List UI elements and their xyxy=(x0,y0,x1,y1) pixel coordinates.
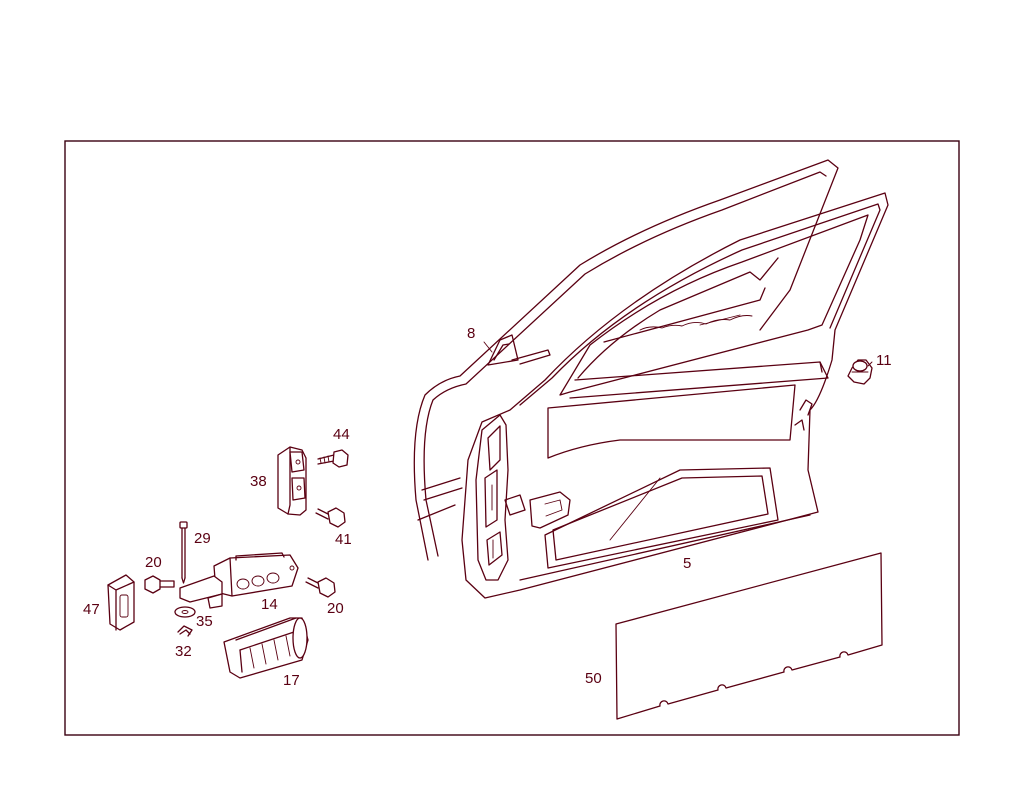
diagram-frame xyxy=(64,140,960,736)
callout-29: 29 xyxy=(194,530,211,547)
callout-20-left: 20 xyxy=(145,554,162,571)
callout-20-right: 20 xyxy=(327,600,344,617)
bolt-part-20-right xyxy=(305,577,336,598)
sealing-sheet-part-50 xyxy=(615,552,883,720)
plug-part-11 xyxy=(847,359,873,385)
bolt-part-41 xyxy=(315,507,346,528)
callout-11: 11 xyxy=(876,352,892,369)
callout-41: 41 xyxy=(335,531,352,548)
washer-part-35 xyxy=(174,606,196,618)
callout-8: 8 xyxy=(467,325,475,342)
callout-17: 17 xyxy=(283,672,300,689)
callout-44: 44 xyxy=(333,426,350,443)
bolt-part-44 xyxy=(317,449,349,468)
housing-part-17 xyxy=(223,617,309,679)
door-check-part-14 xyxy=(179,552,299,609)
callout-32: 32 xyxy=(175,643,192,660)
bolt-part-20-left xyxy=(144,575,175,594)
pin-part-29 xyxy=(179,521,188,584)
callout-14: 14 xyxy=(261,596,278,613)
callout-47: 47 xyxy=(83,601,100,618)
front-door-shell xyxy=(413,159,889,599)
callout-38: 38 xyxy=(250,473,267,490)
hinge-part-38 xyxy=(277,446,307,516)
clip-part-32 xyxy=(177,625,193,637)
callout-50: 50 xyxy=(585,670,602,687)
leader-lines xyxy=(483,341,873,367)
callout-35: 35 xyxy=(196,613,213,630)
stop-block-part-47 xyxy=(107,574,135,631)
callout-5: 5 xyxy=(683,555,691,572)
